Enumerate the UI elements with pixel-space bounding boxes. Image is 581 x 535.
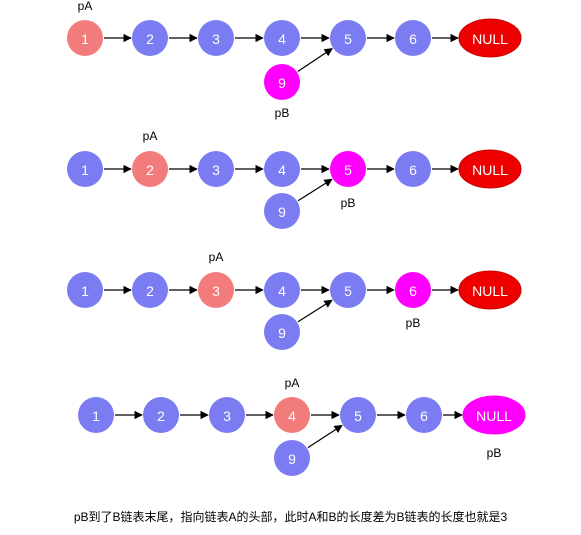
node-a4-label: 4 [278,283,286,299]
node-b1 [264,64,300,100]
node-a4 [264,20,300,56]
node-b1-label: 9 [278,75,286,91]
pb-pointer-label: pB [275,106,290,120]
panel-4: 1 2 3 4 5 6 9 NULL pA pB [78,376,526,476]
pb-pointer-label: pB [341,196,356,210]
node-a3 [198,20,234,56]
arrow-b-to-a [297,299,333,323]
node-b1 [274,440,310,476]
node-a5 [330,272,366,308]
node-a3 [198,272,234,308]
node-a3 [198,151,234,187]
null-node-label: NULL [472,31,508,47]
panel-3: 1 2 3 4 5 6 9 NULL pA pB [67,250,522,350]
node-a5 [330,20,366,56]
node-a5-label: 5 [354,408,362,424]
node-a6-label: 6 [420,408,428,424]
node-b1 [264,193,300,229]
node-a5-label: 5 [344,162,352,178]
null-node [458,18,522,58]
node-a4-label: 4 [278,162,286,178]
null-node-label: NULL [476,408,512,424]
node-a6-label: 6 [409,283,417,299]
arrow-b-to-a [307,424,343,449]
null-node-label: NULL [472,283,508,299]
node-a1-label: 1 [81,31,89,47]
arrow-b-to-a [297,48,333,72]
node-a5-label: 5 [344,283,352,299]
node-a1 [67,151,103,187]
pb-pointer-label: pB [487,446,502,460]
node-a2-label: 2 [146,283,154,299]
node-a3 [209,397,245,433]
pa-pointer-label: pA [209,250,224,264]
null-node [462,395,526,435]
node-a5-label: 5 [344,31,352,47]
node-a4-label: 4 [278,31,286,47]
node-a3-label: 3 [223,408,231,424]
null-node [458,149,522,189]
node-a2 [132,272,168,308]
node-a2 [143,397,179,433]
node-a1-label: 1 [81,162,89,178]
node-a3-label: 3 [212,162,220,178]
arrow-b-to-a [297,178,333,202]
pa-pointer-label: pA [285,376,300,390]
node-a5 [330,151,366,187]
node-a2-label: 2 [146,162,154,178]
node-a6-label: 6 [409,162,417,178]
node-a4-label: 4 [288,408,296,424]
pa-pointer-label: pA [143,129,158,143]
node-a6 [395,20,431,56]
node-a2-label: 2 [146,31,154,47]
node-a2-label: 2 [157,408,165,424]
caption-text: pB到了B链表末尾，指向链表A的头部，此时A和B的长度差为B链表的长度也就是3 [73,510,508,524]
node-a2 [132,20,168,56]
node-a6 [406,397,442,433]
node-a4 [264,151,300,187]
node-a1 [78,397,114,433]
node-a4 [264,272,300,308]
node-a5 [340,397,376,433]
node-a3-label: 3 [212,283,220,299]
panel-1: 1 2 3 4 5 6 9 NULL pA pB [67,0,522,120]
node-a1 [67,20,103,56]
node-a6 [395,272,431,308]
node-b1-label: 9 [278,204,286,220]
node-a3-label: 3 [212,31,220,47]
null-node [458,270,522,310]
node-a6 [395,151,431,187]
node-a1-label: 1 [92,408,100,424]
node-a1-label: 1 [81,283,89,299]
pb-pointer-label: pB [406,316,421,330]
pa-pointer-label: pA [78,0,93,13]
panel-2: 1 2 3 4 5 6 9 NULL pA pB [67,129,522,229]
node-a2 [132,151,168,187]
null-node-label: NULL [472,162,508,178]
node-b1-label: 9 [278,325,286,341]
node-b1 [264,314,300,350]
node-a6-label: 6 [409,31,417,47]
node-b1-label: 9 [288,451,296,467]
node-a4 [274,397,310,433]
node-a1 [67,272,103,308]
